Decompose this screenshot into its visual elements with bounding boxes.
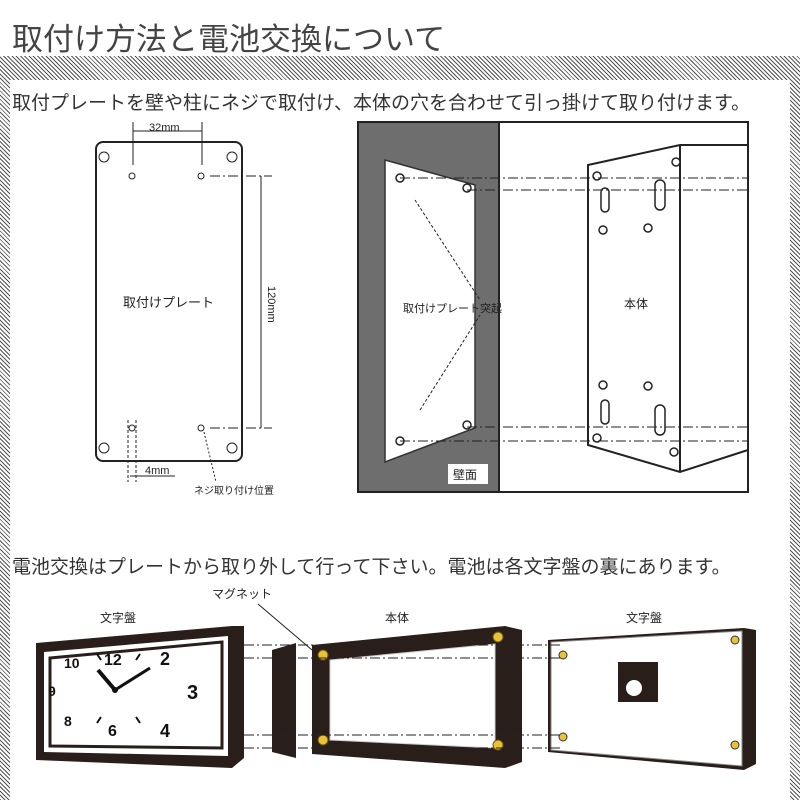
front-dial — [36, 626, 244, 768]
plate-perspective — [384, 159, 476, 464]
clock-number-8: 8 — [64, 713, 72, 729]
plate-diagram — [95, 122, 272, 483]
clock-body-perspective — [587, 144, 749, 474]
wall-mount-diagram — [357, 121, 749, 493]
mounting-plate — [95, 141, 243, 462]
magnet-label: マグネット — [212, 587, 272, 601]
mounting-caption: 取付プレートを壁や柱にネジで取付け、本体の穴を合わせて引っ掛けて取り付けます。 — [12, 93, 751, 114]
body-label-2: 本体 — [385, 611, 409, 625]
clock-number-2: 2 — [160, 649, 170, 669]
plate-protrusion-label: 取付けプレート突起 — [403, 301, 502, 315]
screw-hole — [128, 172, 136, 180]
clock-number-9: 9 — [48, 683, 56, 699]
dim-width: 32mm — [149, 122, 180, 134]
plate-label: 取付けプレート — [123, 295, 214, 310]
dial-back-label: 文字盤 — [626, 610, 662, 625]
body-label: 本体 — [624, 297, 648, 311]
clock-number-4: 4 — [160, 721, 170, 741]
clock-body — [272, 626, 522, 768]
clock-number-12: 12 — [104, 652, 122, 669]
clock-number-3: 3 — [187, 682, 198, 704]
back-dial — [548, 628, 756, 770]
clock-number-6: 6 — [108, 723, 117, 740]
screw-position-label: ネジ取り付け位置 — [194, 484, 274, 497]
clock-number-10: 10 — [64, 655, 80, 671]
dim-height: 120mm — [265, 286, 277, 323]
dim-offset: 4mm — [145, 465, 169, 477]
wall-label: 壁面 — [453, 467, 477, 482]
page-title: 取付け方法と電池交換について — [12, 22, 446, 57]
battery-caption: 電池交換はプレートから取り外して行って下さい。電池は各文字盤の裏にあります。 — [12, 557, 731, 578]
dial-front-label: 文字盤 — [100, 610, 136, 625]
